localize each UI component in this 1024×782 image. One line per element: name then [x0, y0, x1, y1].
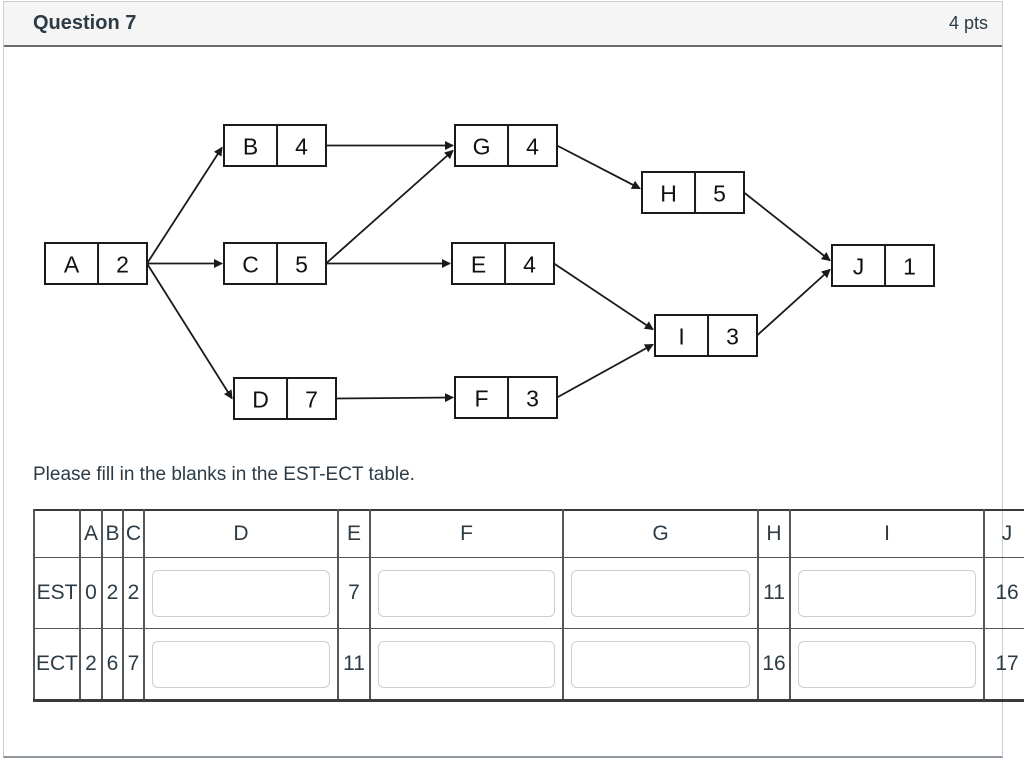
node-duration-D: 7 [305, 387, 318, 413]
cell-est-f [369, 557, 564, 629]
node-duration-A: 2 [116, 252, 129, 278]
cell-est-i [789, 557, 985, 629]
edge-G-H [556, 144, 641, 190]
answer-input-est-i[interactable] [798, 569, 976, 617]
cell-est-g [562, 557, 759, 629]
node-label-G: G [473, 134, 491, 160]
cell-ect-j: 17 [983, 628, 1024, 701]
cell-est-c: 2 [122, 557, 145, 629]
edge-E-I [553, 262, 654, 331]
col-header-I: I [789, 509, 985, 558]
cell-ect-h: 16 [757, 628, 791, 701]
node-duration-B: 4 [295, 134, 308, 160]
edge-A-D [146, 263, 233, 400]
cell-ect-d [143, 628, 339, 701]
node-duration-G: 4 [526, 134, 539, 160]
node-label-H: H [660, 181, 677, 207]
node-duration-C: 5 [295, 252, 308, 278]
node-label-D: D [252, 387, 269, 413]
answer-input-est-f[interactable] [378, 569, 555, 617]
cell-ect-e: 11 [337, 628, 371, 701]
edge-F-I [556, 343, 654, 399]
node-label-E: E [471, 252, 486, 278]
corner-cell [33, 509, 81, 558]
cell-est-b: 2 [101, 557, 124, 629]
node-label-A: A [64, 252, 80, 278]
cell-ect-c: 7 [122, 628, 145, 701]
answer-input-est-g[interactable] [571, 569, 750, 617]
question-points: 4 pts [948, 13, 988, 33]
col-header-C: C [122, 509, 145, 558]
cell-est-e: 7 [337, 557, 371, 629]
col-header-H: H [757, 509, 791, 558]
cell-ect-b: 6 [101, 628, 124, 701]
edge-H-J [743, 191, 831, 262]
answer-input-ect-f[interactable] [378, 640, 555, 688]
row-label-ect: ECT [33, 628, 81, 701]
cell-est-j: 16 [983, 557, 1024, 629]
node-label-C: C [242, 252, 259, 278]
cell-ect-a: 2 [79, 628, 103, 701]
node-duration-I: 3 [726, 324, 739, 350]
node-duration-H: 5 [713, 181, 726, 207]
cell-est-a: 0 [79, 557, 103, 629]
col-header-B: B [101, 509, 124, 558]
node-label-B: B [243, 134, 258, 160]
row-label-est: EST [33, 557, 81, 629]
col-header-A: A [79, 509, 103, 558]
question-header: Question 7 4 pts [4, 2, 1002, 47]
answer-input-est-d[interactable] [152, 569, 330, 617]
node-duration-E: 4 [523, 252, 536, 278]
cell-ect-f [369, 628, 564, 701]
col-header-D: D [143, 509, 339, 558]
edge-D-F [335, 393, 454, 403]
col-header-J: J [983, 509, 1024, 558]
col-header-E: E [337, 509, 371, 558]
node-label-J: J [853, 254, 865, 280]
answer-input-ect-d[interactable] [152, 640, 330, 688]
answer-input-ect-i[interactable] [798, 640, 976, 688]
cell-ect-i [789, 628, 985, 701]
col-header-G: G [562, 509, 759, 558]
cell-est-d [143, 557, 339, 629]
edge-C-G [325, 149, 454, 265]
cell-ect-g [562, 628, 759, 701]
instruction-text: Please fill in the blanks in the EST-ECT… [33, 464, 415, 485]
node-label-F: F [474, 386, 488, 412]
cell-est-h: 11 [757, 557, 791, 629]
answer-input-ect-g[interactable] [571, 640, 750, 688]
node-duration-J: 1 [903, 254, 916, 280]
question-title: Question 7 [33, 12, 137, 34]
edge-I-J [756, 268, 831, 337]
node-duration-F: 3 [526, 386, 539, 412]
col-header-F: F [369, 509, 564, 558]
edge-A-B [146, 146, 223, 264]
node-label-I: I [678, 324, 684, 350]
